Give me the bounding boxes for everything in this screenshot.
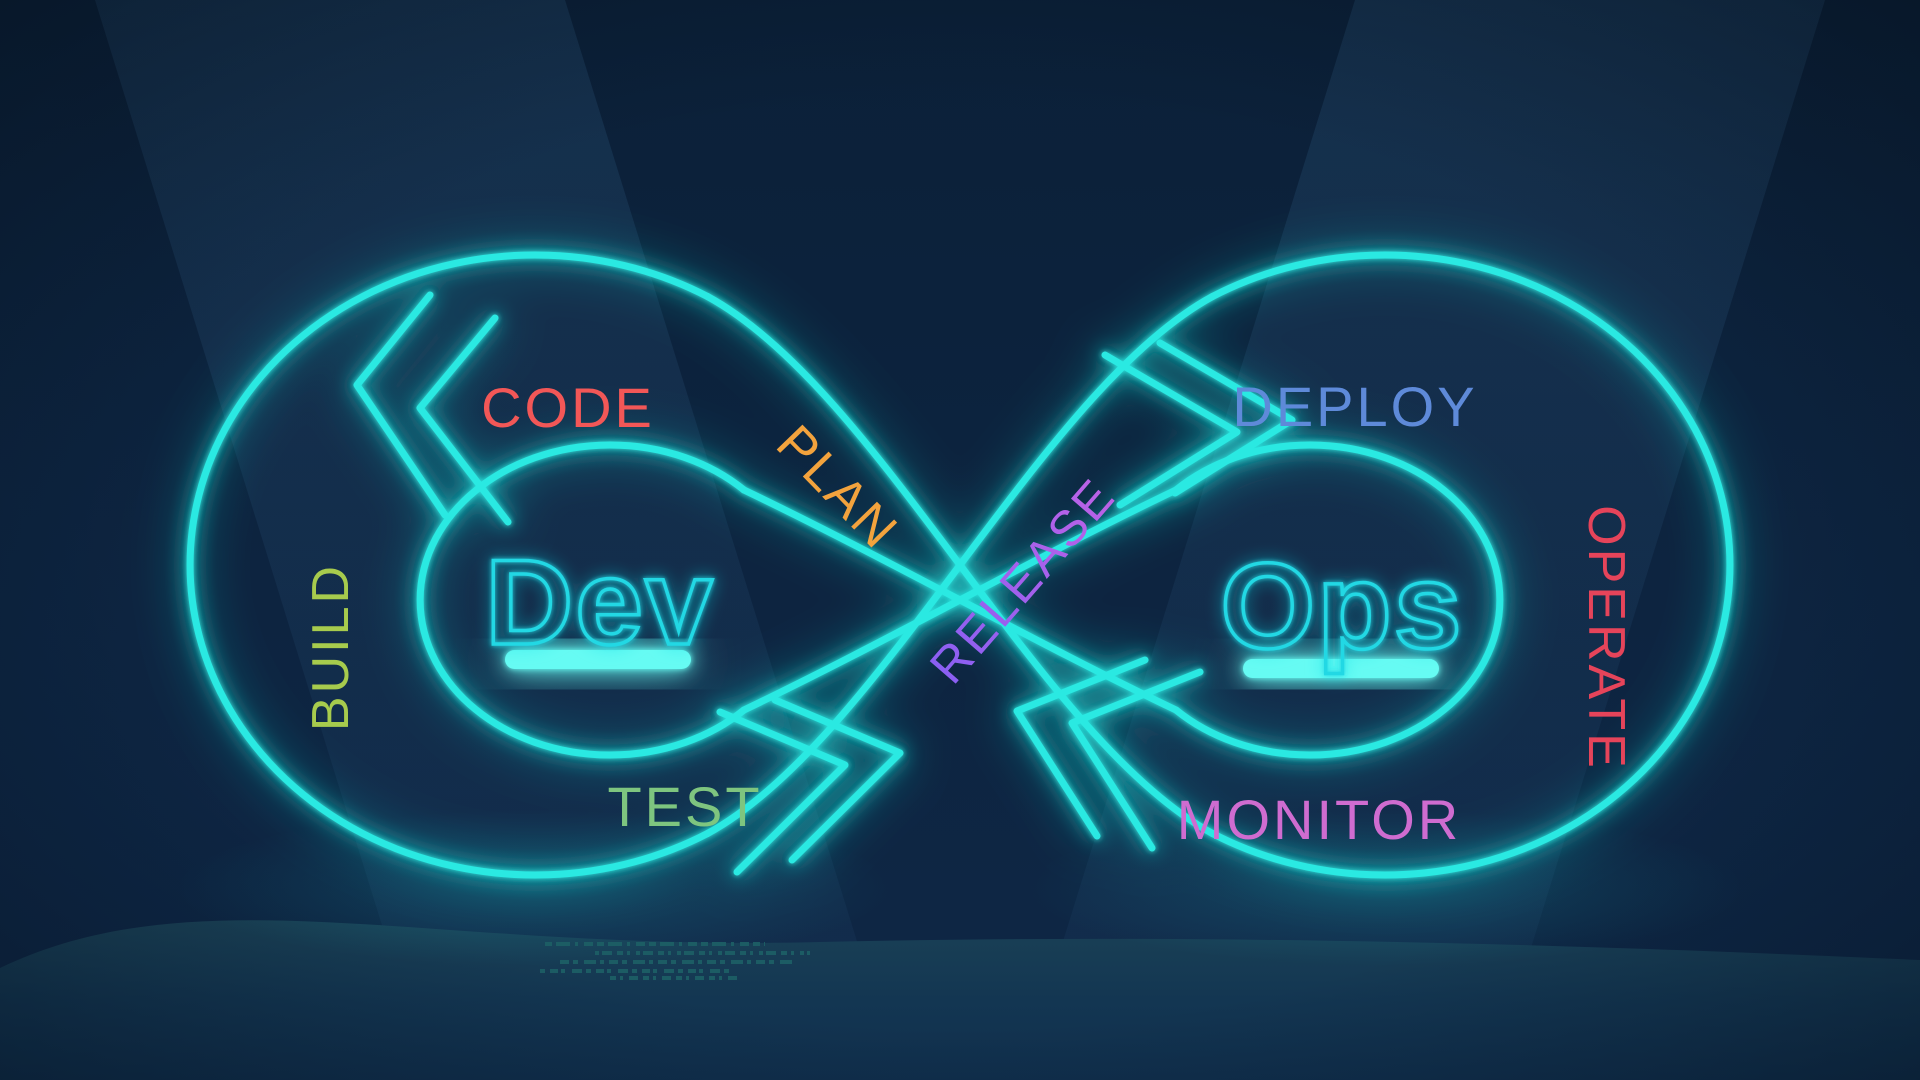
stage-label-build: BUILD [302,563,360,731]
underline-bars [505,650,1439,678]
cross-band-ascending-inner [740,486,1180,714]
stage-label-test: TEST [607,775,762,838]
infinity-loop [186,251,1734,879]
dev-label: Dev [485,534,715,670]
stage-label-deploy: DEPLOY [1232,375,1477,438]
arrow-left-top-tip [353,291,449,519]
arrow-right-bottom-tip [1068,668,1204,852]
arrow-right-top-notch [1156,339,1296,497]
arrow-right-bottom-notch [1013,656,1149,840]
left-loop-inner-arc [416,441,748,759]
stage-label-code: CODE [481,376,655,439]
stage-label-monitor: MONITOR [1177,788,1461,851]
arrow-left-bottom-tip [716,708,849,876]
loop-names: Dev Ops [483,532,1463,676]
arrow-right-top-tip [1101,351,1241,509]
cross-band-ascending-outer [704,293,1216,837]
right-loop-outer-arc [1209,251,1734,879]
dev-underline-bar [505,650,691,669]
left-loop-outer-arc [186,251,711,879]
arrow-left-top-notch [416,314,512,526]
ops-underline-bar [1243,659,1439,678]
ops-label: Ops [1220,538,1463,674]
right-loop-inner-arc [1172,441,1504,759]
stage-label-operate: OPERATE [1577,505,1635,771]
arrow-left-bottom-notch [771,696,904,864]
